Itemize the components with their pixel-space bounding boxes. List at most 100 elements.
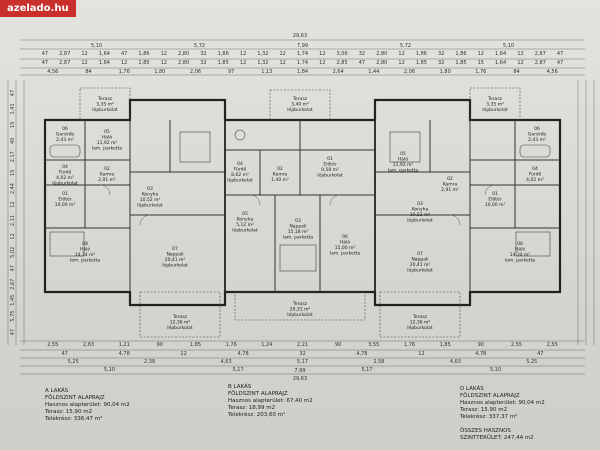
room-label: 08 [517,241,523,247]
dim-label: 2,06 [404,69,415,75]
dim-label: 1,85 [440,342,451,348]
room-label: 14,34 m² [510,252,531,258]
dim-label: 4,78 [475,351,486,357]
room-label: lam. parketta [70,258,100,264]
room-label: 02 [447,176,453,182]
room-label: Háló [102,134,112,141]
interior-walls-d [375,120,560,292]
title-d-floor: FÖLDSZINT ALAPRAJZ [460,392,520,399]
room-label: 07 [417,251,423,257]
dim-label: 47 [10,90,16,96]
title-b-useful: Hasznos alapterület: 67,40 m2 [228,398,313,404]
dim-label: 32 [200,51,206,57]
dim-label: 47 [359,60,365,66]
dim-label: 1,86 [455,51,466,57]
dim-label: 1,85 [190,342,201,348]
room-label: 1,40 m² [271,177,289,183]
left-dimension-lines [7,80,25,345]
room-label: lam. parketta [330,251,360,257]
dim-label: 2,21 [297,342,308,348]
room-label: 03 [295,218,301,224]
dim-label: 4,78 [356,351,367,357]
dim-label: 1,41 [10,103,16,114]
room-label: Terasz [292,301,308,307]
dim-label: 1,76 [404,342,415,348]
dim-label: 47 [557,60,563,66]
title-a-plot: Telekrész: 336,47 m² [44,415,102,422]
title-d-terrace: Terasz: 15,90 m2 [459,407,507,413]
dim-label: 2,58 [373,359,384,365]
interior-walls-a [45,120,225,292]
title-block-d: D LAKÁS FÖLDSZINT ALAPRAJZ Hasznos alapt… [459,385,545,441]
dim-label: 1,84 [297,69,308,75]
dim-label: 2,80 [376,51,387,57]
dim-label: 47 [62,351,68,357]
dim-label: 12 [280,51,286,57]
room-label: Nappali [166,252,183,258]
dim-label: 1,64 [495,51,506,57]
dim-label: 2,55 [511,342,522,348]
room-label: 01 [492,191,498,197]
room-label: Fürdő [529,172,542,178]
room-label: 06 [534,126,540,132]
dim-label: 84 [85,69,91,75]
room-label: Fürdő [59,170,72,176]
dim-label: 5,75 [10,311,16,322]
dim-label: 47 [10,265,16,271]
room-label: Konyha [412,207,429,213]
room-label: Fürdő [234,167,247,173]
dim-label: 5,72 [194,43,205,49]
dim-label: 7,99 [297,43,308,49]
dim-label: 2,11 [10,215,16,226]
dim-label: 97 [228,69,234,75]
room-label: lépburkolat [287,106,313,113]
top-dimension-lines [20,39,585,76]
dim-label: 3,06 [337,51,348,57]
title-a-name: A LAKÁS [45,387,69,394]
dim-label: 5,25 [68,359,79,365]
dim-label: 12 [10,233,16,239]
dim-label: 2,80 [178,51,189,57]
dim-label: 12 [418,351,424,357]
dim-label: 12 [240,60,246,66]
dim-label: 32 [438,60,444,66]
dim-label: 5,17 [297,359,308,365]
room-label: 02 [104,166,110,172]
room-label: Terasz [97,96,113,102]
room-label: 02 [277,166,283,172]
title-block-a: A LAKÁS FÖLDSZINT ALAPRAJZ Hasznos alapt… [44,387,130,422]
top-total-dim: 29,63 [293,33,307,39]
title-block-b: B LAKÁS FÖLDSZINT ALAPRAJZ Hasznos alapt… [227,383,313,418]
dim-label: 32 [438,51,444,57]
room-label: Konyha [142,192,159,198]
dim-label: 1,85 [138,60,149,66]
room-label: lépburkolat [227,177,253,184]
dim-label: 1,85 [416,60,427,66]
room-label: 20,31 m² [290,307,311,313]
room-label: 05 [242,211,248,217]
dim-label: 1,64 [99,60,110,66]
exterior-walls [43,98,562,307]
room-label: 06 [342,234,348,240]
room-label: 4,02 m² [526,177,544,183]
room-label: 2,91 m² [441,187,459,193]
room-label: lépburkolat [407,267,433,274]
dim-label: 5,10 [104,367,115,373]
dim-label: 1,76 [475,69,486,75]
room-label: 11,92 m² [393,162,414,168]
dim-label: 90 [478,342,484,348]
room-label: 20,41 m² [410,262,431,268]
dim-label: 2,67 [10,279,16,290]
room-label: 2,43 m² [56,137,74,143]
dim-label: 5,10 [490,367,501,373]
dim-label: 12 [319,60,325,66]
dim-label: 2,80 [376,60,387,66]
dim-label: 2,63 [83,342,94,348]
bottom-sub-label: 7,99 [294,368,305,374]
room-label: 4,02 m² [56,175,74,181]
